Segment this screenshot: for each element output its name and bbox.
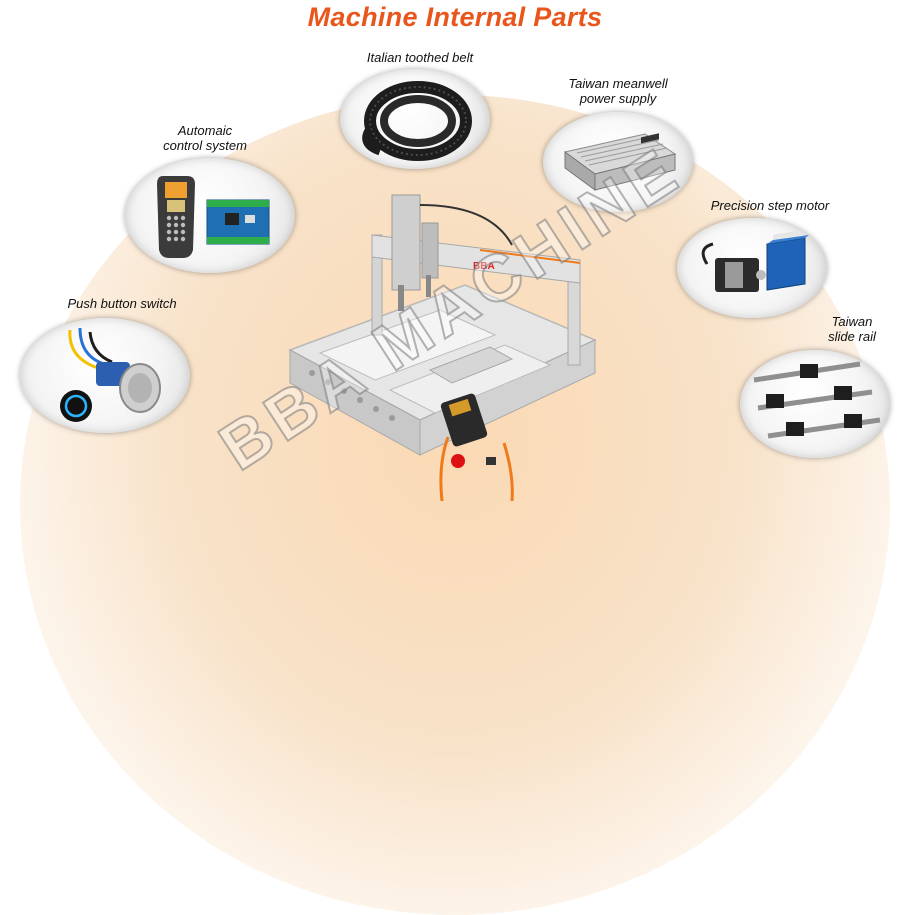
bubble-control-system: [125, 158, 295, 273]
label-power-supply-line2: power supply: [579, 91, 657, 106]
controller-icon: [157, 176, 270, 258]
label-control-line1: Automaic: [177, 123, 233, 138]
label-step-motor: Precision step motor: [710, 198, 830, 213]
bubble-toothed-belt: [340, 69, 490, 169]
bubble-power-supply: [543, 112, 693, 212]
label-power-supply-line1: Taiwan meanwell: [568, 76, 668, 91]
dispensing-machine-image: BBA: [288, 194, 597, 501]
page-title: Machine Internal Parts: [307, 2, 603, 32]
bubble-slide-rail: [740, 350, 890, 458]
label-slide-rail-line2: slide rail: [828, 329, 876, 344]
power-supply-icon: [563, 133, 677, 191]
label-toothed-belt: Italian toothed belt: [366, 50, 474, 65]
step-motor-icon: [701, 230, 809, 292]
machine-brand-label: BBA: [473, 261, 495, 272]
slide-rail-icon: [753, 361, 881, 439]
label-push-button: Push button switch: [67, 296, 177, 311]
push-button-switch-icon: [60, 327, 161, 422]
bubble-push-button: [20, 318, 190, 433]
label-slide-rail-line1: Taiwan: [831, 314, 873, 329]
label-control-line2: control system: [163, 138, 247, 153]
bubble-step-motor: [677, 218, 827, 318]
toothed-belt-icon: [362, 81, 472, 161]
